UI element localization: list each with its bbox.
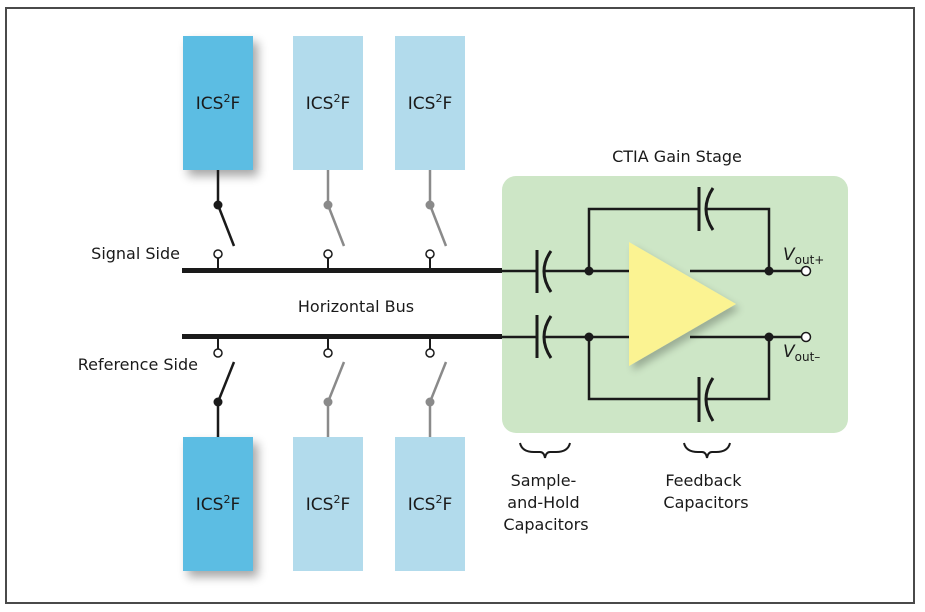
signal-bus: [182, 268, 502, 273]
ics2f-cell: [293, 437, 363, 571]
ics2f-label: ICS2F: [196, 92, 240, 114]
switch-pivot: [323, 200, 333, 210]
ics2f-cell: [395, 36, 465, 170]
feedback-caption: Feedback Capacitors: [663, 471, 748, 512]
switch-contact: [213, 348, 223, 358]
signal-pixel-2: ICS2F: [293, 36, 363, 270]
feedback-loop-top-right: [707, 207, 771, 271]
node-input-plus: [584, 266, 594, 276]
vout-minus-terminal: [800, 331, 812, 343]
node-output-plus: [764, 266, 774, 276]
vout-plus-terminal: [800, 265, 812, 277]
switch-pivot: [323, 397, 333, 407]
switch-contact: [425, 249, 435, 259]
switch-pivot: [213, 200, 223, 210]
node-input-minus: [584, 332, 594, 342]
feedback-loop-top: [587, 207, 699, 271]
switch-contact: [425, 348, 435, 358]
sample-hold-capacitor-bottom: [535, 315, 553, 359]
reference-bus: [182, 334, 502, 339]
ics2f-label: ICS2F: [408, 493, 452, 515]
vout-minus-label: Vout–: [783, 342, 820, 364]
ics2f-label: ICS2F: [196, 493, 240, 515]
ics2f-label: ICS2F: [408, 92, 452, 114]
amplifier-triangle: [629, 242, 736, 366]
reference-side-pixels: ICS2F ICS2F ICS2F: [183, 337, 465, 571]
ics2f-cell: [183, 36, 253, 170]
gain-stage-title: CTIA Gain Stage: [612, 147, 742, 166]
signal-side-label: Signal Side: [91, 244, 180, 263]
pixel-switch: [323, 170, 346, 270]
ics2f-cell: [293, 36, 363, 170]
sample-hold-caption: Sample- and-Hold Capacitors: [503, 471, 588, 534]
pixel-switch: [213, 337, 236, 437]
feedback-capacitor-bottom: [697, 377, 715, 422]
pixel-switch: [425, 170, 448, 270]
sample-hold-brace: [519, 442, 571, 459]
reference-pixel-3: ICS2F: [395, 337, 465, 571]
feedback-capacitor-top: [697, 187, 715, 231]
horizontal-bus-label: Horizontal Bus: [298, 297, 414, 316]
ics2f-label: ICS2F: [306, 493, 350, 515]
switch-pivot: [425, 200, 435, 210]
signal-side-pixels: ICS2F ICS2F ICS2F: [183, 36, 465, 270]
ics2f-cell: [183, 437, 253, 571]
ics2f-label: ICS2F: [306, 92, 350, 114]
switch-contact: [323, 348, 333, 358]
pixel-switch: [213, 170, 236, 270]
feedback-brace: [683, 442, 731, 459]
switch-pivot: [213, 397, 223, 407]
reference-side-label: Reference Side: [78, 355, 198, 374]
pixel-switch: [323, 337, 346, 437]
reference-pixel-2: ICS2F: [293, 337, 363, 571]
pixel-switch: [425, 337, 448, 437]
node-output-minus: [764, 332, 774, 342]
junction-nodes: [584, 266, 774, 342]
switch-contact: [323, 249, 333, 259]
sample-hold-capacitor-top: [535, 250, 553, 293]
switch-contact: [213, 249, 223, 259]
feedback-loop-bottom-right: [707, 337, 771, 401]
switch-pivot: [425, 397, 435, 407]
feedback-loop-bottom: [587, 337, 699, 401]
reference-pixel-1: ICS2F: [183, 337, 253, 571]
ics2f-cell: [395, 437, 465, 571]
vout-plus-label: Vout+: [783, 245, 824, 267]
signal-pixel-3: ICS2F: [395, 36, 465, 270]
signal-pixel-1: ICS2F: [183, 36, 253, 270]
